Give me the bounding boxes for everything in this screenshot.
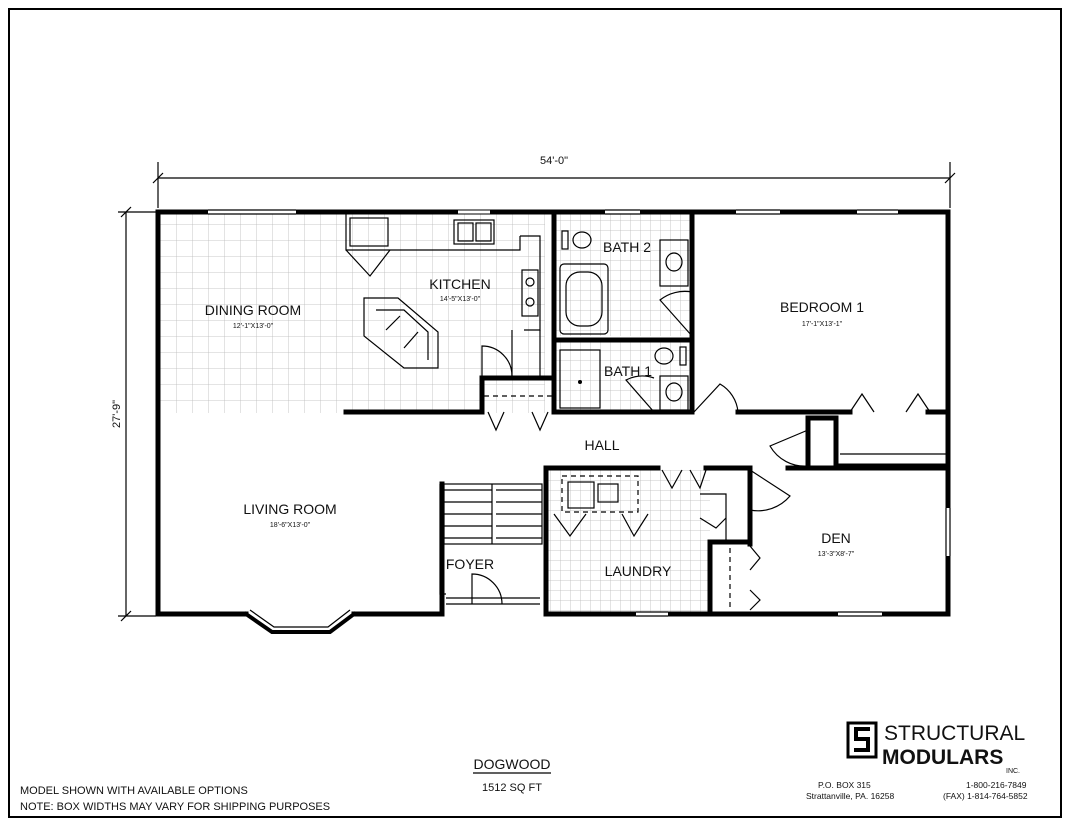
depth-dimension-label: 27'-9"	[111, 400, 123, 428]
bedroom-1-label: BEDROOM 1	[780, 299, 864, 315]
model-area: 1512 SQ FT	[482, 782, 542, 794]
shower-icon	[559, 349, 601, 409]
bath-fixtures	[559, 230, 693, 413]
foyer-label: FOYER	[446, 556, 494, 572]
model-name: DOGWOOD	[474, 756, 551, 772]
kitchen-size: 14'-5"X13'-0"	[440, 296, 481, 303]
bedroom-1-size: 17'-1"X13'-1"	[802, 321, 843, 328]
company-name-line-1: STRUCTURAL	[884, 722, 1025, 745]
width-dimension: 54'-0"	[152, 155, 956, 208]
dining-room-size: 12'-1"X13'-0"	[233, 323, 274, 330]
toilet-icon	[654, 347, 674, 365]
title-block: DOGWOOD 1512 SQ FT	[473, 756, 551, 794]
page-border	[8, 8, 1062, 818]
tile-floor-laundry	[548, 470, 710, 612]
company-logo-icon	[846, 721, 878, 759]
laundry-label: LAUNDRY	[605, 563, 672, 579]
vanity-icon	[659, 375, 689, 411]
kitchen-island	[363, 297, 439, 369]
room-labels: DINING ROOM 12'-1"X13'-0" KITCHEN 14'-5"…	[205, 239, 864, 579]
width-dimension-label: 54'-0"	[540, 155, 568, 167]
living-room-size: 18'-6"X13'-0"	[270, 522, 311, 529]
sink-icon	[453, 219, 495, 245]
bath-1-label: BATH 1	[604, 363, 652, 379]
den-label: DEN	[821, 530, 851, 546]
note-line-2: NOTE: BOX WIDTHS MAY VARY FOR SHIPPING P…	[20, 801, 330, 813]
stove-icon	[521, 269, 539, 317]
depth-dimension: 27'-9"	[111, 206, 156, 622]
den-size: 13'-3"X8'-7"	[818, 551, 855, 558]
doors	[446, 383, 931, 611]
hall-label: HALL	[584, 437, 619, 453]
company-fax: (FAX) 1-814-764-5852	[943, 791, 1028, 801]
company-name-line-2: MODULARS	[882, 746, 1003, 769]
tile-floor-bath1	[556, 342, 692, 412]
refrigerator-icon	[349, 217, 389, 247]
tile-floor-bath2	[556, 214, 692, 336]
toilet-icon	[572, 231, 592, 249]
vanity-icon	[659, 239, 689, 287]
company-address-1: P.O. BOX 315	[818, 780, 871, 790]
interior-walls	[343, 211, 949, 615]
kitchen-fixtures	[345, 214, 541, 378]
company-phone: 1-800-216-7849	[966, 780, 1027, 790]
company-block: STRUCTURAL MODULARS INC. P.O. BOX 315 St…	[806, 721, 1028, 801]
washer-dryer	[561, 475, 639, 513]
dining-room-label: DINING ROOM	[205, 302, 301, 318]
stairs	[439, 483, 543, 595]
note-line-1: MODEL SHOWN WITH AVAILABLE OPTIONS	[20, 785, 248, 797]
bathtub-icon	[559, 263, 609, 335]
bath-2-label: BATH 2	[603, 239, 651, 255]
living-room-label: LIVING ROOM	[243, 501, 336, 517]
company-suffix: INC.	[1006, 768, 1020, 775]
notes: MODEL SHOWN WITH AVAILABLE OPTIONS NOTE:…	[20, 785, 330, 813]
kitchen-label: KITCHEN	[429, 276, 490, 292]
company-address-2: Strattanville, PA. 16258	[806, 791, 894, 801]
